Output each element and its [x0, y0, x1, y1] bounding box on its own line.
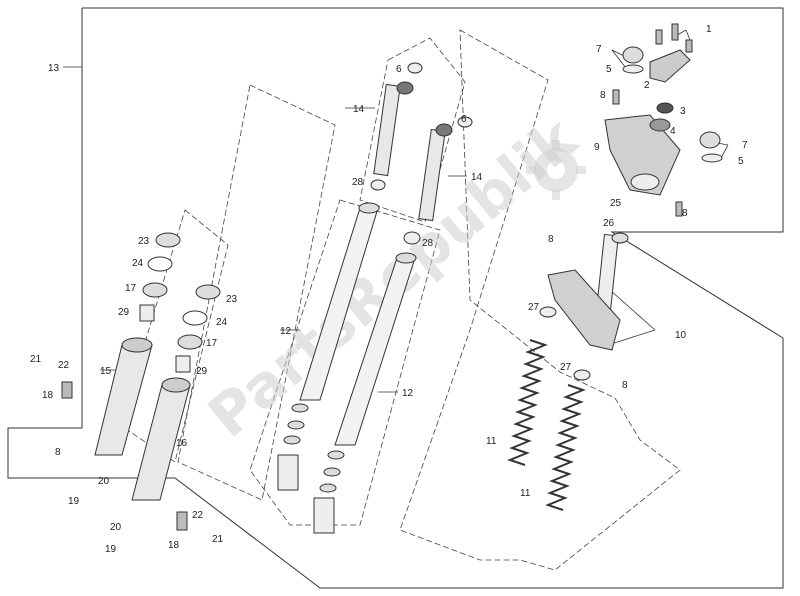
- part-label: 12: [280, 326, 292, 337]
- part-label: 22: [58, 360, 70, 371]
- part-label: 28: [352, 177, 364, 188]
- part-label: 20: [110, 522, 122, 533]
- fork-tubes-group: [277, 62, 473, 534]
- part-label: 1: [706, 24, 712, 35]
- fork-legs-group: [61, 232, 221, 531]
- part-label: 8: [682, 208, 688, 219]
- part-label: 22: [192, 510, 204, 521]
- part-label: 8: [548, 234, 554, 245]
- part-label: 25: [610, 198, 622, 209]
- part-label: 15: [100, 366, 112, 377]
- part-label: 6: [396, 64, 402, 75]
- part-label: 5: [606, 64, 612, 75]
- part-label: 13: [48, 63, 60, 74]
- part-label: 24: [132, 258, 144, 269]
- part-label: 11: [520, 488, 531, 499]
- part-label: 27: [528, 302, 540, 313]
- part-label: 14: [471, 172, 483, 183]
- gear-icon: [526, 140, 586, 200]
- part-label: 29: [196, 366, 208, 377]
- part-label: 2: [644, 80, 650, 91]
- part-label: 8: [622, 380, 628, 391]
- part-label: 19: [105, 544, 117, 555]
- part-label: 23: [226, 294, 238, 305]
- part-label: 10: [675, 330, 687, 341]
- part-label: 3: [680, 106, 686, 117]
- part-label: 26: [603, 218, 615, 229]
- part-label: 17: [125, 283, 137, 294]
- upper-triple-clamp-group: [604, 23, 723, 217]
- part-label: 28: [422, 238, 434, 249]
- part-label: 8: [600, 90, 606, 101]
- part-label: 18: [168, 540, 180, 551]
- part-label: 18: [42, 390, 54, 401]
- part-label: 7: [596, 44, 602, 55]
- part-label: 12: [402, 388, 414, 399]
- part-label: 7: [742, 140, 748, 151]
- part-label: 17: [206, 338, 218, 349]
- part-label: 21: [30, 354, 42, 365]
- part-label: 14: [353, 104, 365, 115]
- assembly-boundary: [7, 7, 784, 589]
- part-label: 27: [560, 362, 572, 373]
- part-label: 21: [212, 534, 224, 545]
- part-label: 24: [216, 317, 228, 328]
- part-label: 20: [98, 476, 110, 487]
- part-labels: 13 1 7 5 2 8 3 4 9 7 5 25 26 8 8 27 10 2…: [30, 24, 748, 555]
- part-label: 23: [138, 236, 150, 247]
- part-label: 19: [68, 496, 80, 507]
- part-label: 4: [670, 126, 676, 137]
- part-label: 9: [594, 142, 600, 153]
- part-label: 5: [738, 156, 744, 167]
- part-label: 29: [118, 307, 130, 318]
- part-label: 8: [55, 447, 61, 458]
- lower-clamp-springs-group: [507, 232, 629, 511]
- part-label: 6: [461, 114, 467, 125]
- part-label: 16: [176, 438, 188, 449]
- part-label: 11: [486, 436, 497, 447]
